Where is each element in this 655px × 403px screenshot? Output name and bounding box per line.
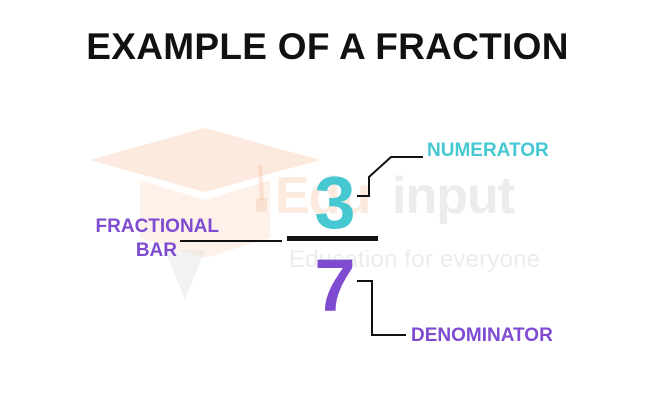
watermark-brand-input: input	[392, 167, 515, 225]
numerator-label: NUMERATOR	[427, 140, 549, 161]
fractional-bar-label-line2: BAR	[135, 239, 177, 261]
diagram-title: EXAMPLE OF A FRACTION	[86, 26, 569, 67]
watermark-brand-edu: Edu	[275, 167, 371, 225]
watermark-tagline: Education for everyone	[289, 246, 541, 273]
denominator-digit: 7	[314, 244, 356, 327]
fraction-bar	[287, 236, 378, 241]
denominator-label: DENOMINATOR	[411, 325, 553, 346]
numerator-digit: 3	[314, 161, 356, 244]
numerator-leader-line	[357, 156, 423, 197]
fractional-bar-label-line1: FRACTIONAL	[95, 216, 219, 237]
denominator-leader-line	[357, 280, 406, 336]
fractional-bar-label: FRACTIONAL BAR	[89, 215, 219, 263]
